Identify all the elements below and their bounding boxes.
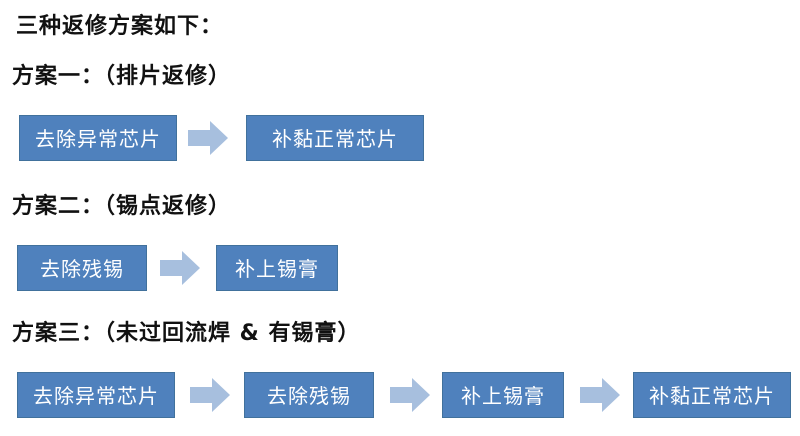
arrow-right-icon [160,251,200,285]
arrow-right-icon [580,378,620,412]
diagram-heading: 三种返修方案如下： [16,14,224,39]
arrow-right-icon [188,121,228,155]
plan-3-step-3: 补上锡膏 [442,372,564,418]
arrow-right-icon [190,378,230,412]
plan-1-step-2: 补黏正常芯片 [246,115,424,161]
plan-2-title: 方案二：（锡点返修） [12,194,232,219]
plan-3-step-4: 补黏正常芯片 [633,372,791,418]
arrow-right-icon [390,378,430,412]
plan-3-step-1: 去除异常芯片 [17,372,175,418]
plan-2-step-2: 补上锡膏 [216,245,338,291]
plan-1-step-1: 去除异常芯片 [19,115,177,161]
plan-3-title: 方案三：（未过回流焊 & 有锡膏） [12,321,361,346]
plan-2-step-1: 去除残锡 [17,245,147,291]
plan-1-title: 方案一：（排片返修） [12,64,232,89]
plan-3-step-2: 去除残锡 [244,372,374,418]
